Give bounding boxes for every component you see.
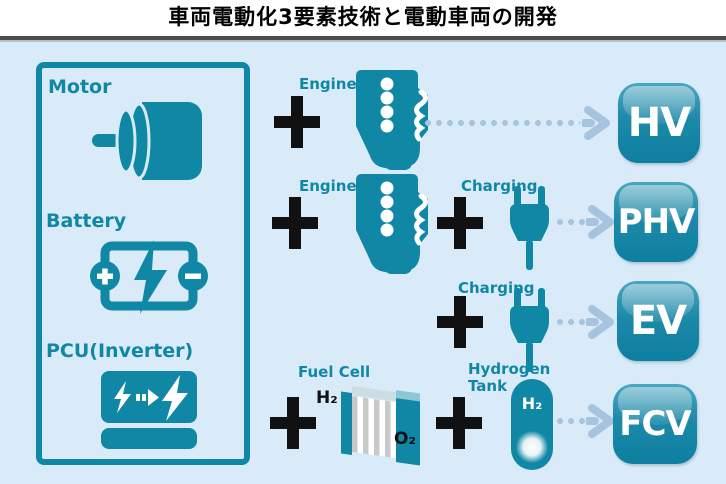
dotted-line bbox=[424, 119, 580, 127]
engine-icon bbox=[356, 70, 428, 170]
plus-icon bbox=[437, 197, 483, 249]
dotted-line bbox=[556, 417, 588, 425]
o2-input-label: O₂ bbox=[394, 429, 416, 449]
pcu-inverter-label: PCU(Inverter) bbox=[46, 340, 194, 362]
plus-icon bbox=[274, 96, 320, 148]
arrow-right-icon bbox=[582, 106, 610, 140]
three-elements-panel bbox=[36, 62, 250, 465]
ev-badge: EV bbox=[617, 281, 699, 361]
battery-icon bbox=[90, 240, 208, 314]
phv-badge: PHV bbox=[614, 182, 698, 262]
engine-label-hv: Engine bbox=[299, 75, 357, 93]
motor-label: Motor bbox=[48, 76, 112, 98]
charging-plug-icon bbox=[510, 288, 549, 372]
fcv-badge: FCV bbox=[613, 384, 697, 464]
engine-icon bbox=[356, 174, 428, 274]
charging-plug-icon bbox=[510, 186, 549, 270]
engine-label-phv: Engine bbox=[299, 177, 357, 195]
plus-icon bbox=[270, 397, 316, 449]
dotted-line bbox=[556, 218, 588, 226]
page-title: 車両電動化3要素技術と電動車両の開発 bbox=[168, 5, 558, 29]
fuel-cell-label: Fuel Cell bbox=[298, 363, 371, 381]
title-divider bbox=[0, 36, 726, 42]
arrow-right-icon bbox=[586, 205, 614, 239]
h2-tank-label: H₂ bbox=[521, 394, 543, 413]
hydrogen-tank-label: Hydrogen Tank bbox=[468, 360, 551, 395]
hydrogen-tank-icon: H₂ bbox=[511, 379, 553, 470]
pcu-icon bbox=[101, 371, 197, 449]
plus-icon bbox=[437, 296, 483, 348]
arrow-right-icon bbox=[586, 305, 614, 339]
hv-badge: HV bbox=[618, 83, 700, 163]
plus-icon bbox=[272, 197, 318, 249]
motor-icon bbox=[92, 102, 202, 180]
h2-input-label: H₂ bbox=[316, 388, 338, 408]
arrow-right-icon bbox=[586, 404, 614, 438]
dotted-line bbox=[556, 318, 588, 326]
plus-icon bbox=[436, 397, 482, 449]
fuel-cell-icon bbox=[341, 386, 420, 466]
battery-label: Battery bbox=[46, 210, 127, 232]
